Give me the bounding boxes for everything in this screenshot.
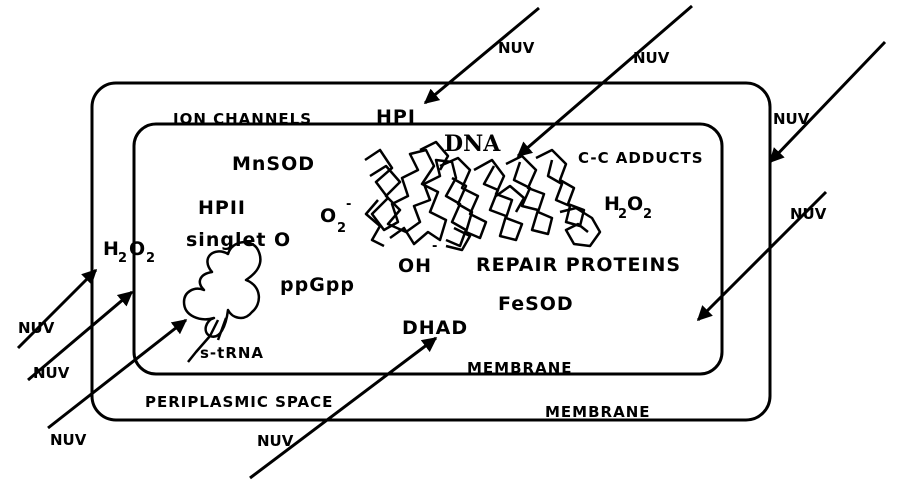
dna-tangle-icon — [364, 140, 602, 252]
nuv-label-5: NUV — [18, 319, 55, 337]
nuv-arrow-5 — [16, 268, 98, 350]
h2o2-left-o: O — [129, 238, 146, 260]
outer-membrane-label: MEMBRANE — [545, 403, 651, 421]
h2o2-right-o: O — [627, 193, 644, 215]
hpi-label: HPI — [376, 106, 416, 128]
nuv-label-1: NUV — [498, 39, 535, 57]
superoxide-sup: - — [346, 197, 351, 212]
h2o2-right-h: H — [604, 193, 621, 215]
mnsod-label: MnSOD — [232, 153, 315, 175]
h2o2-left-h: H — [103, 238, 120, 260]
nuv-arrow-6 — [27, 290, 134, 382]
nuv-arrow-1 — [423, 6, 540, 105]
s-trna-label: s-tRNA — [200, 344, 264, 362]
nuv-label-8: NUV — [257, 432, 294, 450]
superoxide-o: O — [320, 205, 337, 227]
ppgpp-label: ppGpp — [280, 274, 355, 296]
nuv-label-3: NUV — [773, 110, 810, 128]
dhad-label: DHAD — [402, 317, 468, 339]
superoxide-sub: 2 — [337, 221, 346, 236]
outer-membrane — [90, 81, 772, 422]
h2o2-left-sub-b: 2 — [146, 251, 155, 266]
nuv-arrow-3 — [768, 40, 887, 164]
repair-proteins-label: REPAIR PROTEINS — [476, 254, 681, 276]
dna-label: DNA — [444, 131, 501, 157]
singlet-o-label: singlet O — [186, 229, 291, 251]
periplasmic-space-label: PERIPLASMIC SPACE — [145, 393, 333, 411]
ion-channels-label: ION CHANNELS — [173, 110, 312, 128]
nuv-arrow-4 — [696, 190, 828, 322]
inner-membrane — [132, 122, 724, 376]
hydroxyl-label: OH — [398, 255, 432, 277]
nuv-arrow-2 — [516, 4, 693, 158]
nuv-arrow-8 — [249, 336, 438, 480]
h2o2-right-sub: 2 — [618, 207, 627, 222]
nuv-label-6: NUV — [33, 364, 70, 382]
nuv-label-7: NUV — [50, 431, 87, 449]
cc-adducts-label: C-C ADDUCTS — [578, 149, 704, 167]
nuv-arrows — [16, 4, 887, 480]
hpii-label: HPII — [198, 197, 246, 219]
h2o2-right-sub-b: 2 — [643, 207, 652, 222]
nuv-arrow-7 — [47, 318, 188, 430]
trna-cloverleaf-icon — [182, 241, 262, 363]
hydroxyl-sup: - — [432, 239, 437, 254]
fesod-label: FeSOD — [498, 293, 574, 315]
h2o2-left-sub: 2 — [118, 251, 127, 266]
nuv-label-4: NUV — [790, 205, 827, 223]
nuv-label-2: NUV — [633, 49, 670, 67]
inner-membrane-label: MEMBRANE — [467, 359, 573, 377]
